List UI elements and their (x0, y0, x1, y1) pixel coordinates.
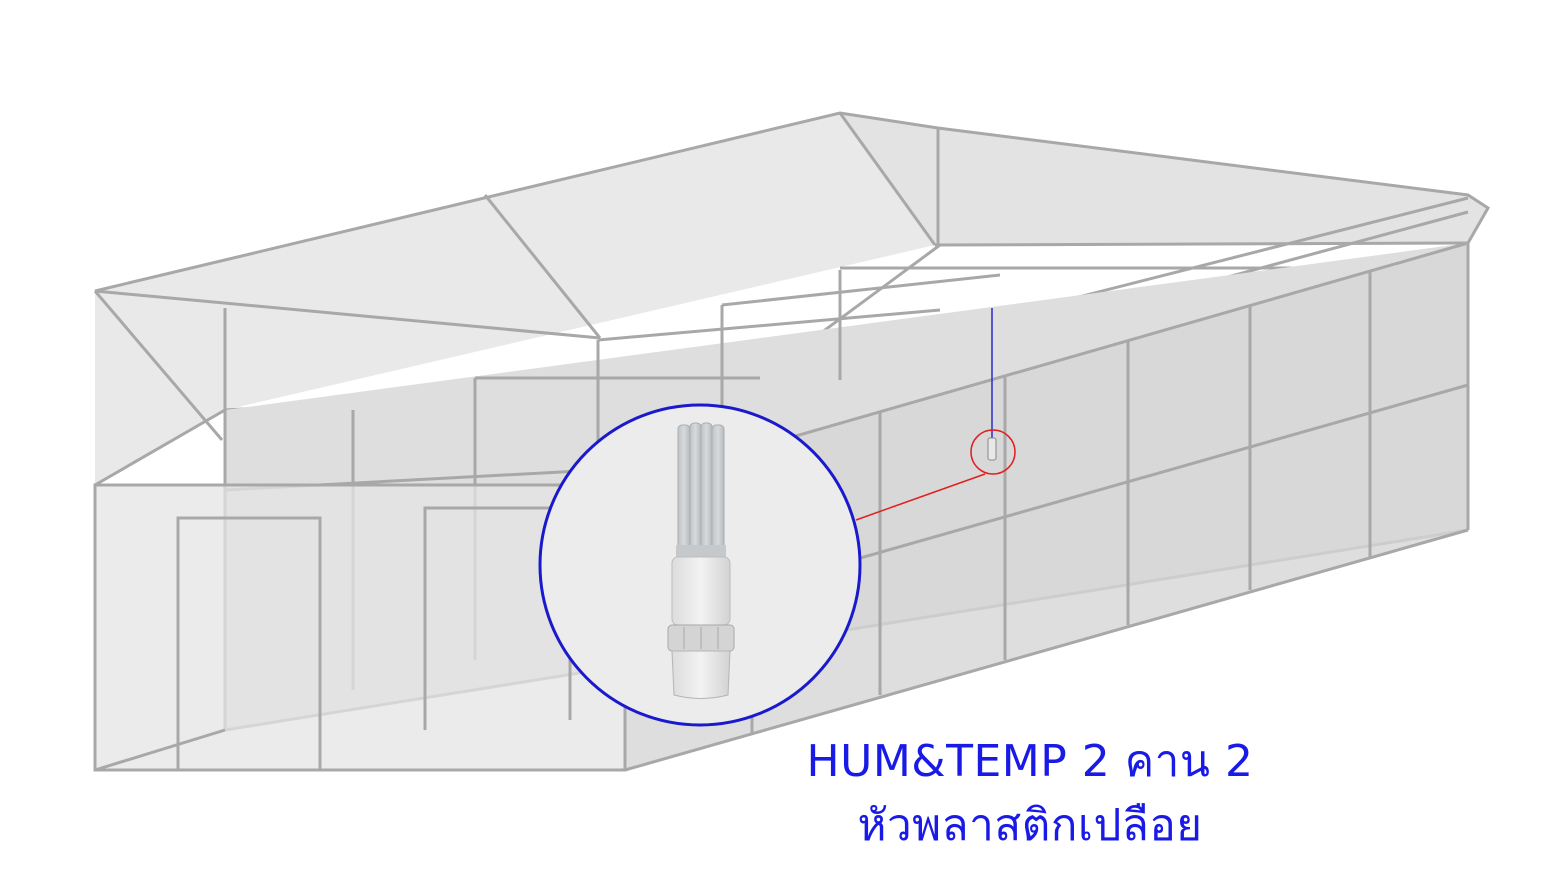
sensor-location-marker (855, 308, 1016, 521)
callout-leader-line (855, 473, 986, 521)
roof-hip-line (93, 290, 224, 441)
roof-right-panel (840, 113, 1488, 245)
callout-magnifier (538, 403, 862, 727)
roof-left-panel (95, 113, 935, 485)
caption-title: HUM&TEMP 2 คาน 2 (806, 736, 1254, 787)
roof-ridge-line (94, 111, 1491, 293)
door-left (176, 516, 322, 770)
caption-subtitle: หัวพลาสติกเปลือย (857, 800, 1203, 851)
humidity-temperature-probe-icon (667, 422, 735, 699)
sensor-tiny-probe (987, 437, 997, 461)
sensor-highlight-circle (970, 429, 1016, 475)
